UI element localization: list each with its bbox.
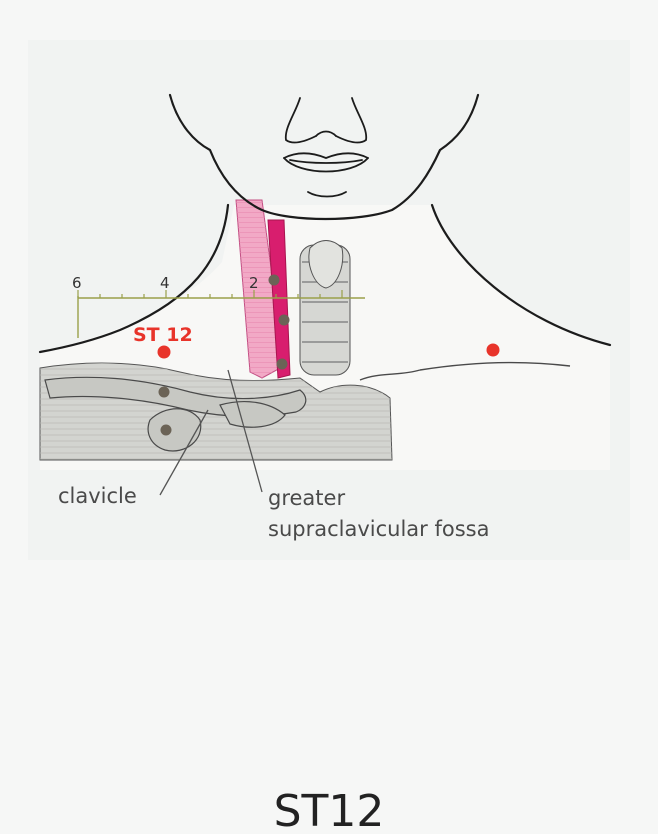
marker-dot: [159, 387, 170, 398]
cervical-spine: [300, 241, 350, 376]
fossa-label-line2: supraclavicular fossa: [268, 517, 489, 541]
marker-dot: [269, 275, 280, 286]
ruler-tick-2: 2: [249, 274, 259, 292]
marker-dot: [277, 359, 288, 370]
acupoint-st12-right: [487, 344, 500, 357]
acupoint-st12-left: [158, 346, 171, 359]
clavicle-label: clavicle: [58, 484, 137, 508]
marker-dot: [161, 425, 172, 436]
marker-dot: [279, 315, 290, 326]
ruler-tick-4: 4: [160, 274, 170, 292]
point-label: ST 12: [133, 324, 193, 346]
caption: ST12: [274, 786, 385, 834]
fossa-label-line1: greater: [268, 486, 345, 510]
ruler-tick-6: 6: [72, 274, 82, 292]
